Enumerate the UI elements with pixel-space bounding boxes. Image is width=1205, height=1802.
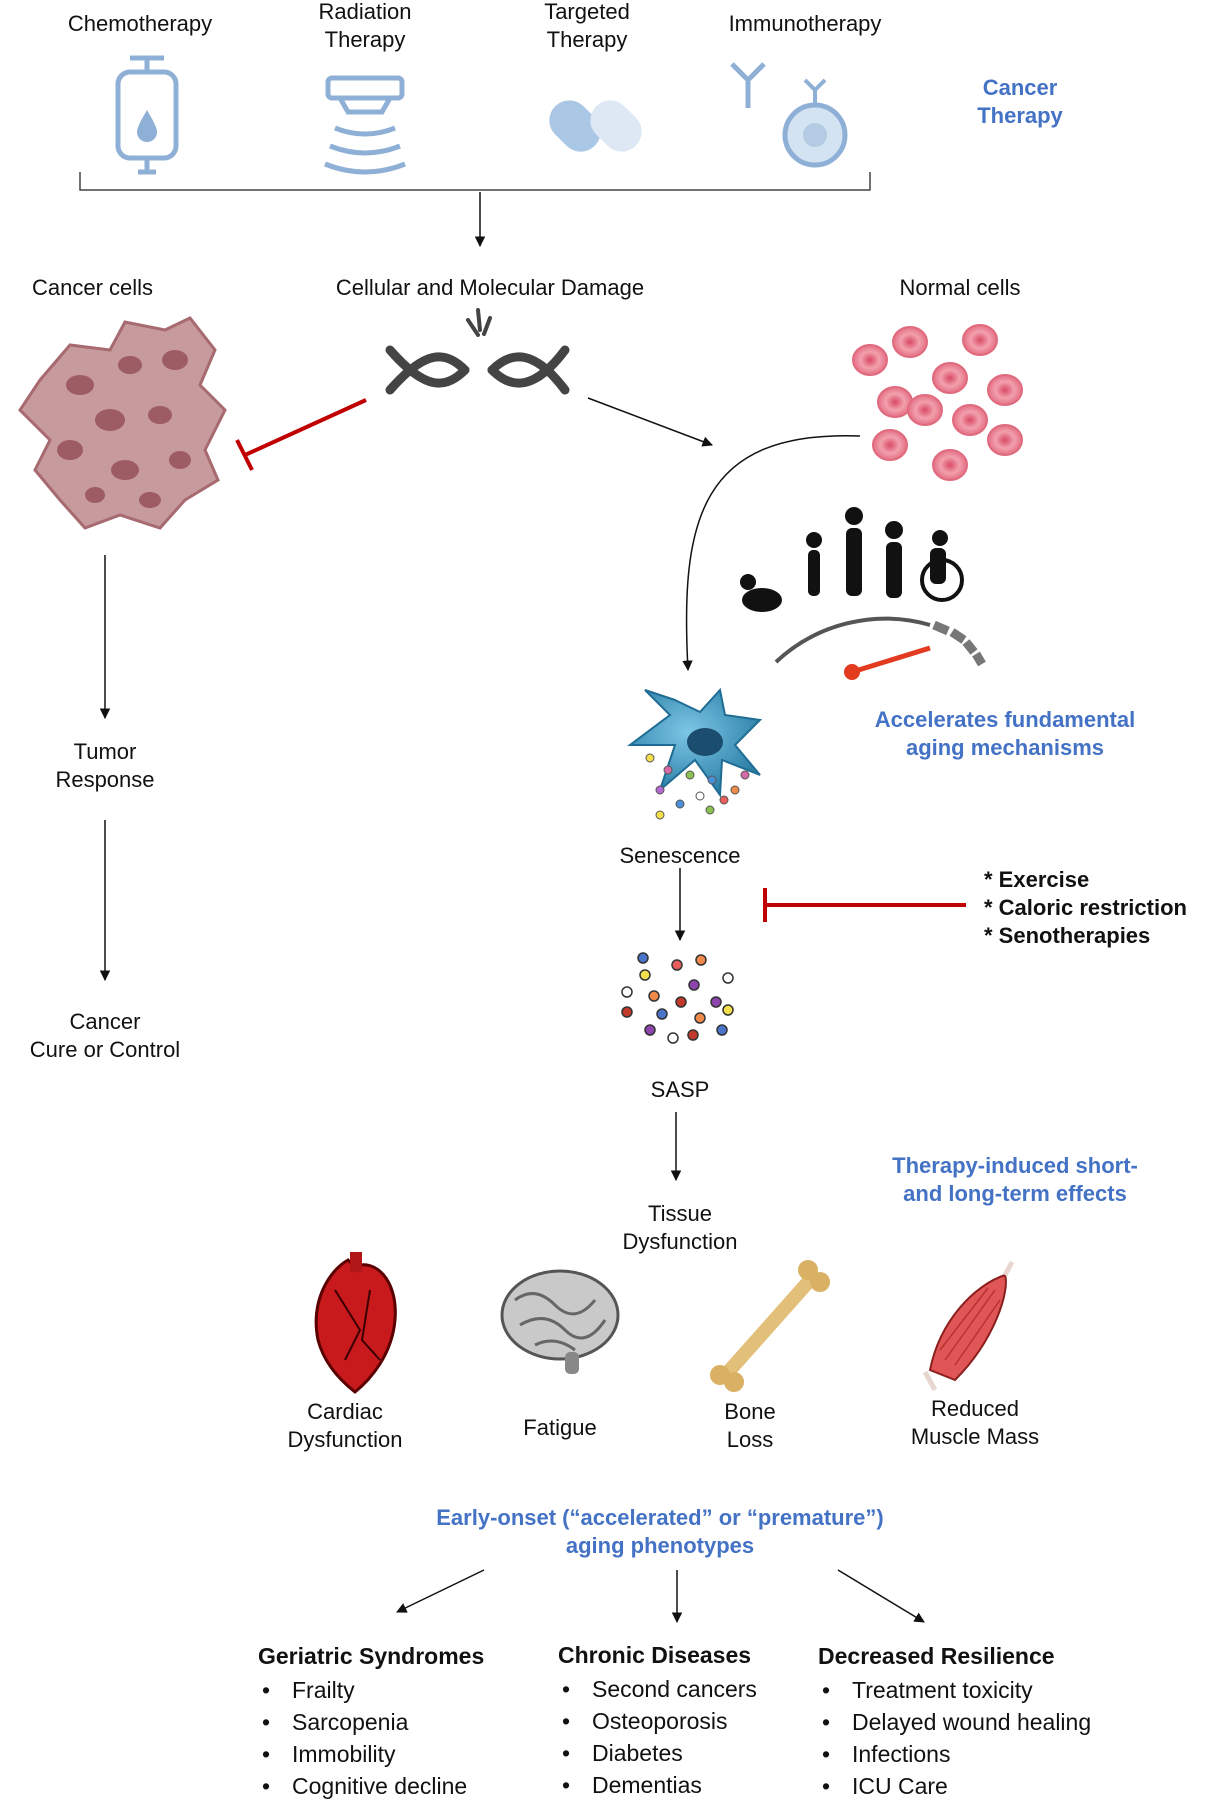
label-tumor-response: Tumor Response — [55, 739, 155, 792]
list-item: Frailty — [262, 1674, 467, 1706]
list-resilience: Treatment toxicity Delayed wound healing… — [818, 1674, 1091, 1802]
label-damage: Cellular and Molecular Damage — [335, 275, 645, 300]
label-senescence: Senescence — [619, 843, 741, 868]
label-therapy-effects: Therapy-induced short- and long-term eff… — [892, 1153, 1138, 1206]
brain-icon — [500, 1269, 620, 1374]
intervention-caloric-restriction: * Caloric restriction — [984, 895, 1187, 920]
list-item: Osteoporosis — [562, 1705, 757, 1737]
list-title-resilience: Decreased Resilience — [818, 1643, 1055, 1669]
label-fatigue: Fatigue — [523, 1415, 597, 1440]
muscle-icon — [922, 1260, 1015, 1392]
senescent-cell-icon — [627, 687, 763, 820]
list-chronic: Second cancers Osteoporosis Diabetes Dem… — [558, 1673, 757, 1801]
label-reduced-muscle-mass: Reduced Muscle Mass — [910, 1396, 1040, 1449]
broken-dna-icon — [385, 308, 570, 395]
heart-icon — [314, 1252, 397, 1394]
label-chemotherapy: Chemotherapy — [67, 11, 213, 36]
list-item: Cognitive decline — [262, 1770, 467, 1802]
list-item: Diabetes — [562, 1737, 757, 1769]
list-item: Delayed wound healing — [822, 1706, 1091, 1738]
radiation-machine-icon — [324, 75, 406, 175]
list-title-geriatric: Geriatric Syndromes — [258, 1643, 485, 1669]
label-cancer-cure: Cancer Cure or Control — [29, 1009, 181, 1062]
label-cancer-cells: Cancer cells — [31, 275, 154, 300]
label-cancer-therapy: Cancer Therapy — [977, 75, 1063, 128]
list-item: Treatment toxicity — [822, 1674, 1091, 1706]
label-tissue-dysfunction: Tissue Dysfunction — [622, 1201, 738, 1254]
label-sasp: SASP — [650, 1077, 710, 1102]
list-geriatric: Frailty Sarcopenia Immobility Cognitive … — [258, 1674, 467, 1802]
list-item: ICU Care — [822, 1770, 1091, 1802]
aging-silhouettes-icon — [740, 507, 964, 612]
label-cardiac-dysfunction: Cardiac Dysfunction — [287, 1399, 403, 1452]
label-aging-phenotypes: Early-onset (“accelerated” or “premature… — [436, 1505, 884, 1558]
sasp-dots-icon — [621, 952, 734, 1044]
bone-icon — [710, 1260, 830, 1392]
label-targeted-therapy: Targeted Therapy — [544, 0, 630, 52]
pill-icon — [549, 100, 642, 152]
label-immunotherapy: Immunotherapy — [728, 11, 882, 36]
antibody-cell-icon — [730, 62, 848, 168]
list-item: Second cancers — [562, 1673, 757, 1705]
list-item: Immobility — [262, 1738, 467, 1770]
intervention-exercise: * Exercise — [984, 867, 1090, 892]
list-item: Dementias — [562, 1769, 757, 1801]
list-item: Infections — [822, 1738, 1091, 1770]
iv-bag-icon — [115, 55, 179, 175]
label-bone-loss: Bone Loss — [724, 1399, 776, 1452]
intervention-senotherapies: * Senotherapies — [984, 923, 1151, 948]
aging-gauge-icon — [774, 616, 986, 680]
label-normal-cells: Normal cells — [899, 275, 1021, 300]
list-item: Sarcopenia — [262, 1706, 467, 1738]
cancer-cells-icon — [18, 316, 227, 530]
normal-cells-icon — [852, 324, 1023, 481]
label-radiation-therapy: Radiation Therapy — [318, 0, 412, 52]
label-accelerates-aging: Accelerates fundamental aging mechanisms — [874, 707, 1136, 760]
list-title-chronic: Chronic Diseases — [558, 1642, 752, 1668]
